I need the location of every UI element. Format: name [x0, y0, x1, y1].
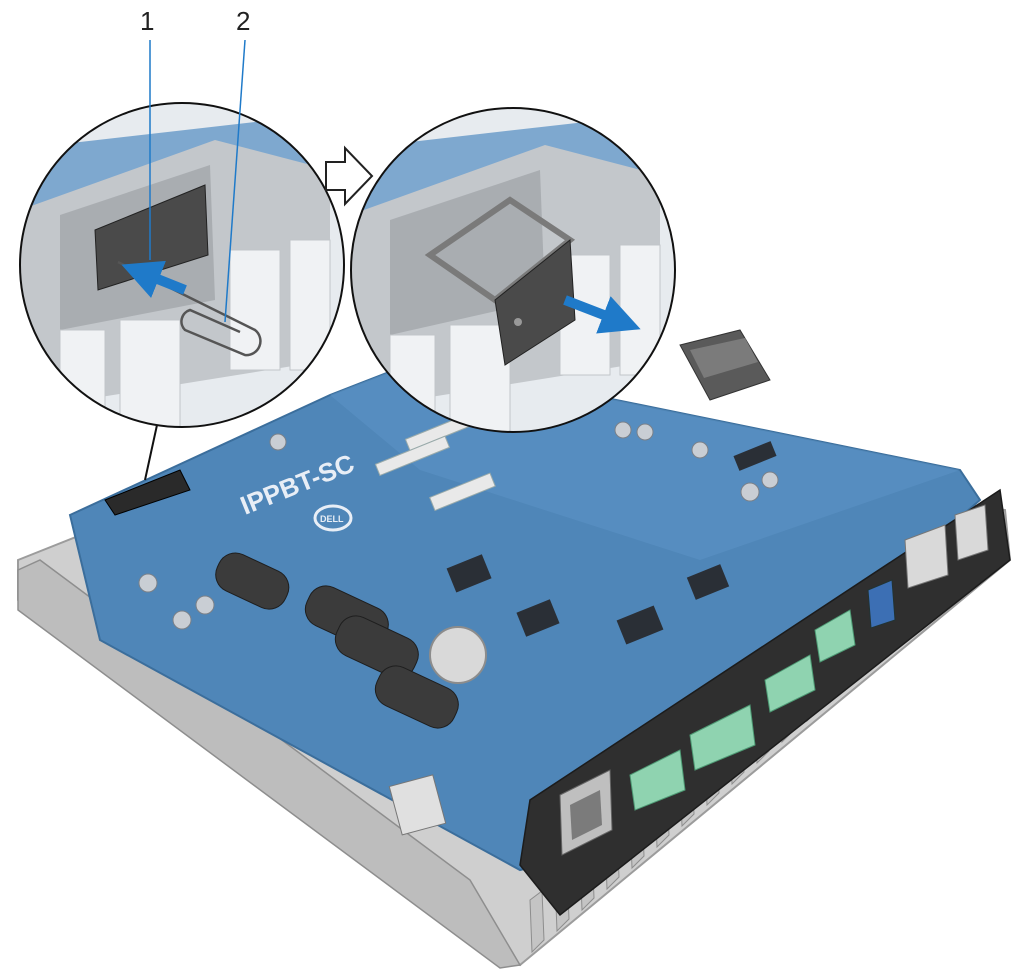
- power-jack: [388, 774, 447, 836]
- push-arrow-icon: [121, 260, 187, 298]
- heatsink-fin: [529, 890, 545, 954]
- hollow-right-arrow-icon: [325, 145, 374, 207]
- ethernet-ports: [904, 504, 989, 589]
- callout-1: 1: [140, 6, 154, 260]
- serial-port: [559, 769, 613, 856]
- paper-clip: [117, 260, 262, 357]
- usb-port: [867, 579, 896, 629]
- power-connector: [679, 329, 771, 401]
- chips: [446, 441, 777, 645]
- board-logo: [313, 504, 353, 532]
- zoom-leader-line: [144, 424, 158, 481]
- pull-arrow-icon: [563, 295, 641, 334]
- small-capacitors: [138, 421, 779, 630]
- zoom-circle-right: [350, 107, 676, 433]
- coin-battery: [429, 626, 487, 684]
- sim-slot-on-board: [104, 469, 191, 516]
- board-logo-text: DELL: [320, 514, 344, 524]
- zoom-circle-left: [19, 102, 345, 428]
- front-io: [388, 488, 1011, 917]
- callout-2-number: 2: [236, 6, 250, 36]
- callout-2-leader: [224, 39, 246, 323]
- capacitor-bank: [215, 552, 459, 729]
- callout-1-number: 1: [140, 6, 154, 36]
- terminal-block-connectors: [629, 609, 856, 811]
- callout-2: 2: [224, 6, 250, 323]
